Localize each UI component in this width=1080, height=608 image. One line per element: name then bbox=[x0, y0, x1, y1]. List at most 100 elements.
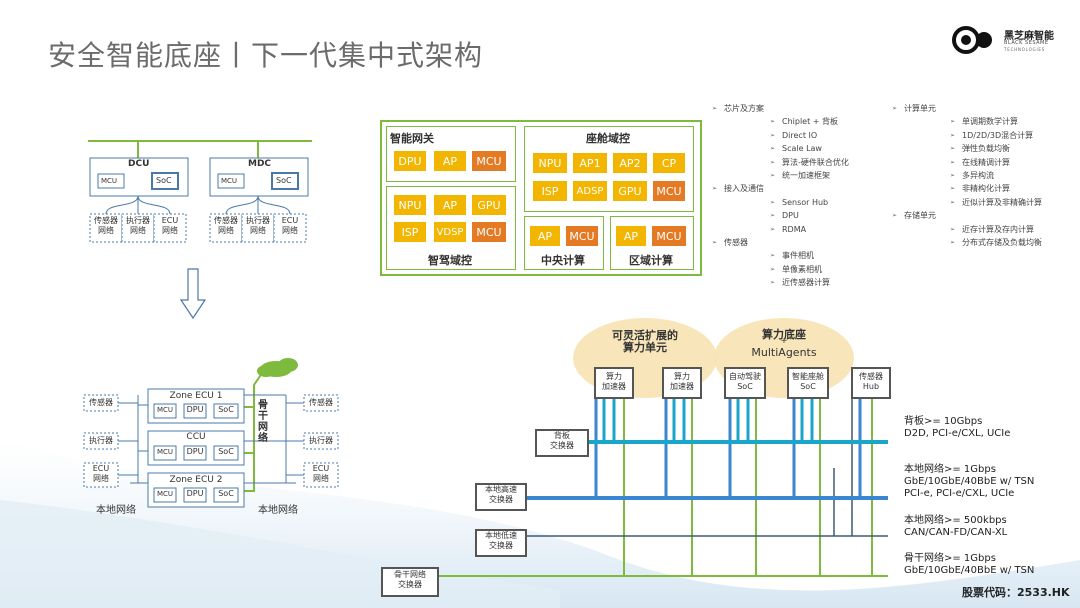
bus-label-local-fast-line3: PCI-e, PCI-e/CXL, UCIe bbox=[904, 488, 1015, 499]
zone2-chip-soc: SoC bbox=[218, 489, 234, 498]
dcu-mcu: MCU bbox=[101, 177, 118, 185]
bullet-marker-icon: ➢ bbox=[770, 172, 776, 179]
mdc-mcu: MCU bbox=[221, 177, 238, 185]
legacy-architecture-diagram bbox=[88, 140, 312, 243]
black-sesame-logo-icon bbox=[952, 26, 992, 54]
mdc-title: MDC bbox=[248, 159, 272, 169]
mdc-leaf-actuator: 执行器 网络 bbox=[246, 216, 270, 235]
mdc-leaf-sensor: 传感器 网络 bbox=[214, 216, 238, 235]
bullet-item: 接入及通信 bbox=[724, 184, 764, 194]
bus-label-local-fast: 本地网络>= 1Gbps GbE/10GbE/40BbE w/ TSN PCI-… bbox=[904, 464, 1034, 500]
zone-chip-mcu: MCU bbox=[652, 226, 686, 246]
logo-name-cn: 黑芝麻智能 bbox=[1004, 31, 1054, 42]
bullet-item: 近似计算及非精确计算 bbox=[962, 197, 1042, 207]
zone-chip-ap: AP bbox=[616, 226, 646, 246]
bubble-scalable-units: 可灵活扩展的 算力单元 bbox=[612, 329, 678, 354]
zone1-chip-mcu: MCU bbox=[156, 406, 174, 414]
adas-chip-vdsp: VDSP bbox=[434, 222, 466, 242]
cockpit-chip-npu: NPU bbox=[533, 153, 567, 173]
zonal-right-network-label: 本地网络 bbox=[258, 505, 298, 516]
page-title: 安全智能底座丨下一代集中式架构 bbox=[48, 39, 484, 72]
bullet-item: 单像素相机 bbox=[782, 264, 822, 274]
zonal-right-actuator: 执行器 bbox=[309, 436, 333, 445]
bus-label-backbone-line2: GbE/10GbE/40BbE w/ TSN bbox=[904, 565, 1035, 576]
bullet-item: Direct IO bbox=[782, 130, 818, 140]
ccu-title: CCU bbox=[186, 432, 206, 442]
bullet-marker-icon: ➢ bbox=[770, 118, 776, 126]
ccu-chip-soc: SoC bbox=[218, 447, 234, 456]
zonal-left-ecu: ECU 网络 bbox=[92, 464, 110, 483]
cockpit-chip-mcu: MCU bbox=[653, 181, 685, 201]
bullet-item: 近存计算及存内计算 bbox=[962, 224, 1034, 234]
bullet-marker-icon: ➢ bbox=[770, 265, 776, 273]
adas-chip-gpu: GPU bbox=[472, 195, 506, 215]
bubble-compute-base: 算力底座 bbox=[762, 328, 806, 341]
adas-chip-ap: AP bbox=[434, 195, 466, 215]
bullet-item: 芯片及方案 bbox=[724, 104, 764, 113]
zone2-chip-mcu: MCU bbox=[156, 490, 174, 498]
ccu-chip-dpu: DPU bbox=[186, 447, 204, 456]
bullet-marker-icon: ➢ bbox=[770, 212, 776, 220]
bullet-marker-icon: ➢ bbox=[950, 198, 956, 206]
bus-label-local-fast-line2: GbE/10GbE/40BbE w/ TSN bbox=[904, 476, 1035, 487]
dcu-leaf-actuator: 执行器 网络 bbox=[126, 216, 150, 235]
bullet-marker-icon: ➢ bbox=[950, 131, 956, 139]
gateway-chip-mcu: MCU bbox=[472, 151, 506, 171]
bullet-item: 单调期数学计算 bbox=[962, 117, 1018, 127]
bullet-marker-icon: ➢ bbox=[950, 239, 956, 246]
dcu-soc: SoC bbox=[156, 176, 172, 185]
bullet-marker-icon: ➢ bbox=[770, 145, 776, 153]
logo-name-en: BLACK SESAME bbox=[1004, 40, 1049, 46]
bullet-item: 事件相机 bbox=[782, 251, 814, 261]
bullet-marker-icon: ➢ bbox=[892, 212, 898, 220]
zone1-chip-soc: SoC bbox=[218, 405, 234, 414]
bullet-item: Chiplet + 背板 bbox=[782, 117, 839, 127]
bullet-marker-icon: ➢ bbox=[950, 118, 956, 126]
bus-label-local-slow-line1: 本地网络>= 500kbps bbox=[904, 515, 1007, 526]
bullet-item: 传感器 bbox=[724, 238, 748, 247]
mdc-leaf-ecu: ECU 网络 bbox=[281, 216, 299, 235]
bus-label-backbone-line1: 骨干网络>= 1Gbps bbox=[904, 553, 996, 564]
bus-label-local-slow: 本地网络>= 500kbps CAN/CAN-FD/CAN-XL bbox=[904, 515, 1007, 539]
bullet-marker-icon: ➢ bbox=[892, 105, 898, 112]
bullet-item: 算法-硬件联合优化 bbox=[782, 157, 849, 167]
switch-backbone: 骨干网络 交换器 bbox=[394, 570, 426, 589]
bullet-item: DPU bbox=[782, 211, 799, 221]
bus-label-local-fast-line1: 本地网络>= 1Gbps bbox=[904, 464, 996, 475]
adas-chip-mcu: MCU bbox=[472, 222, 506, 242]
stock-code: 股票代码：2533.HK bbox=[962, 586, 1070, 599]
bullet-marker-icon: ➢ bbox=[712, 185, 718, 193]
dcu-title: DCU bbox=[128, 159, 150, 169]
bullet-marker-icon: ➢ bbox=[950, 225, 956, 233]
bullet-marker-icon: ➢ bbox=[712, 239, 718, 246]
bullet-item: 在线精调计算 bbox=[962, 157, 1010, 167]
bullet-item: 弹性负载均衡 bbox=[962, 144, 1010, 154]
bullet-item: 非精构化计算 bbox=[962, 184, 1010, 194]
zone-title: 区域计算 bbox=[629, 254, 673, 267]
dcu-leaf-sensor: 传感器 网络 bbox=[94, 216, 118, 235]
bullet-marker-icon: ➢ bbox=[770, 279, 776, 287]
zonal-left-network-label: 本地网络 bbox=[96, 505, 136, 516]
mdc-soc: SoC bbox=[276, 176, 292, 185]
bus-label-backbone: 骨干网络>= 1Gbps GbE/10GbE/40BbE w/ TSN bbox=[904, 553, 1034, 577]
zonal-right-sensor: 传感器 bbox=[309, 398, 333, 407]
zone2-chip-dpu: DPU bbox=[186, 489, 204, 498]
bullet-marker-icon: ➢ bbox=[770, 158, 776, 166]
bullet-marker-icon: ➢ bbox=[770, 198, 776, 206]
bullet-item: 分布式存储及负载均衡 bbox=[962, 238, 1042, 247]
cockpit-chip-ap2: AP2 bbox=[613, 153, 647, 173]
gateway-chip-ap: AP bbox=[434, 151, 466, 171]
zonal-right-ecu: ECU 网络 bbox=[312, 464, 330, 483]
bullet-marker-icon: ➢ bbox=[950, 145, 956, 153]
zonal-left-actuator: 执行器 bbox=[89, 436, 113, 445]
central-chip-ap: AP bbox=[530, 226, 560, 246]
central-chip-mcu: MCU bbox=[566, 226, 598, 246]
bullet-marker-icon: ➢ bbox=[770, 252, 776, 260]
zone2-title: Zone ECU 2 bbox=[169, 475, 223, 485]
bullet-item: Sensor Hub bbox=[782, 197, 829, 207]
bullet-marker-icon: ➢ bbox=[770, 131, 776, 139]
down-arrow-icon bbox=[180, 268, 206, 320]
bubble-multiagents: MultiAgents bbox=[751, 346, 817, 359]
cockpit-chip-ap1: AP1 bbox=[573, 153, 607, 173]
bullet-marker-icon: ➢ bbox=[950, 185, 956, 193]
